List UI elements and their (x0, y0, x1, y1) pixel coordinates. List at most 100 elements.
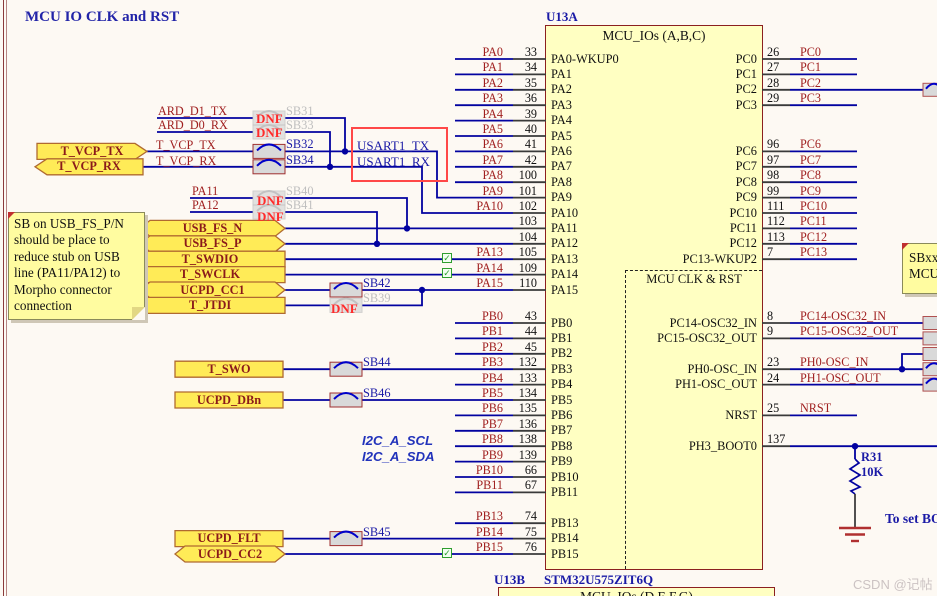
pin-number: 67 (524, 478, 537, 493)
net-label: PC3 (800, 91, 822, 106)
solder-bridge[interactable] (329, 392, 363, 408)
usart-highlight-box (351, 127, 448, 182)
resistor-value: 10K (861, 465, 884, 479)
pin-number: 27 (767, 60, 780, 75)
port-flag[interactable] (33, 158, 144, 176)
solder-bridge-label[interactable]: SB46 (363, 386, 391, 400)
port-flag-label[interactable]: T_SWDIO (181, 251, 239, 266)
pin-name: PB11 (551, 484, 579, 499)
wire-segment (901, 353, 923, 370)
dnf-flag: DNF (256, 125, 283, 140)
port-flag-label[interactable]: T_JTDI (188, 297, 232, 312)
net-label-usart1-tx: USART1_TX (357, 138, 430, 153)
net-label: PC7 (800, 152, 822, 167)
net-label: PA10 (476, 199, 503, 213)
solder-bridge[interactable] (252, 143, 286, 159)
pin-name: NRST (725, 407, 757, 422)
pin-name: PB2 (551, 346, 573, 361)
pin-name: PC1 (735, 66, 757, 81)
pin-name: PB10 (551, 469, 579, 484)
probe-checkbox-icon[interactable] (442, 268, 452, 279)
port-flag[interactable] (174, 360, 284, 378)
solder-bridge-arc (256, 190, 282, 198)
pin-number: 109 (518, 260, 537, 275)
port-flag-label[interactable]: T_SWCLK (179, 267, 241, 282)
pin-name: PA0-WKUP0 (551, 51, 619, 66)
port-flag[interactable] (173, 545, 287, 563)
mcu-chip-body[interactable] (545, 25, 763, 570)
pin-name: PA7 (551, 159, 572, 174)
pin-name: PA13 (551, 251, 579, 266)
net-label: PB14 (475, 524, 503, 539)
solder-bridge[interactable] (329, 531, 363, 547)
port-flag-label[interactable]: UCPD_FLT (197, 531, 261, 546)
net-label-i2c-sda: I2C_A_SDA (362, 449, 435, 464)
pin-name: PA1 (551, 66, 572, 81)
port-flag-label[interactable]: T_SWO (207, 361, 251, 376)
solder-bridge-label[interactable]: SB40 (286, 184, 314, 198)
pin-name: PA2 (551, 82, 572, 97)
pin-number: 45 (524, 339, 537, 354)
net-label: PB11 (476, 478, 503, 493)
solder-bridge-arc (256, 158, 282, 167)
pin-number: 34 (524, 60, 537, 75)
solder-bridge-label[interactable]: SB41 (286, 198, 314, 212)
net-label: NRST (800, 401, 832, 416)
solder-bridge-label[interactable]: SB32 (286, 137, 314, 152)
edge-component-arc (925, 82, 937, 90)
pin-number: 103 (518, 214, 537, 229)
net-label: PB6 (481, 401, 503, 416)
junction-dot (851, 443, 859, 450)
solder-bridge-label[interactable]: SB31 (286, 104, 314, 118)
port-flag-label[interactable]: USB_FS_N (182, 220, 243, 235)
pin-name: PH1-OSC_OUT (675, 377, 757, 392)
solder-bridge-arc (333, 392, 359, 400)
solder-bridge-label[interactable]: SB44 (363, 355, 391, 370)
pin-number: 40 (524, 122, 537, 136)
solder-bridge-label[interactable]: SB34 (286, 152, 314, 167)
dnf-flag: DNF (257, 209, 284, 224)
probe-checkbox-icon[interactable] (442, 547, 452, 558)
net-label: PA5 (482, 122, 503, 136)
pin-number: 99 (767, 183, 780, 198)
note-marker-icon (902, 243, 909, 250)
port-flag-label[interactable]: UCPD_CC1 (180, 282, 245, 297)
port-flag-label[interactable]: UCPD_DBn (196, 392, 262, 407)
wire-segment (362, 290, 423, 307)
solder-bridge[interactable] (329, 282, 363, 298)
net-label: PC14-OSC32_IN (800, 309, 887, 323)
port-flag[interactable] (174, 391, 284, 409)
pin-number: 7 (767, 245, 774, 260)
edge-component-arc (925, 377, 937, 385)
solder-bridge-label[interactable]: SB42 (363, 276, 391, 290)
solder-bridge-label[interactable]: SB39 (363, 291, 391, 306)
mcu-chip2-body[interactable] (498, 587, 775, 596)
solder-bridge[interactable] (252, 159, 286, 175)
port-flag-label[interactable]: USB_FS_P (183, 236, 242, 251)
port-flag[interactable] (36, 142, 149, 161)
solder-bridge-arc (333, 297, 359, 306)
net-label: PA3 (482, 91, 503, 106)
pin-name: PC3 (735, 97, 757, 112)
net-label: PA12 (192, 198, 219, 212)
pin-number: 110 (519, 276, 537, 290)
pin-name: PC13-WKUP2 (682, 251, 757, 266)
dnf-flag: DNF (256, 111, 283, 126)
net-label: PB13 (475, 509, 503, 524)
probe-checkbox-icon[interactable] (442, 252, 452, 263)
solder-bridge[interactable] (329, 361, 363, 377)
port-flag-label[interactable]: UCPD_CC2 (197, 546, 263, 561)
pin-name: PH0-OSC_IN (687, 361, 757, 376)
solder-bridge-label[interactable]: SB45 (363, 524, 391, 539)
net-label: PB5 (481, 386, 503, 400)
edge-component (922, 347, 937, 361)
solder-bridge-label[interactable]: SB33 (286, 118, 314, 132)
pin-name: PC6 (735, 143, 757, 158)
port-flag-label[interactable]: T_VCP_TX (60, 143, 124, 158)
port-flag[interactable] (174, 529, 284, 548)
pin-number: 25 (767, 401, 780, 416)
wire-segment (285, 165, 513, 214)
port-flag-label[interactable]: T_VCP_RX (57, 159, 121, 174)
